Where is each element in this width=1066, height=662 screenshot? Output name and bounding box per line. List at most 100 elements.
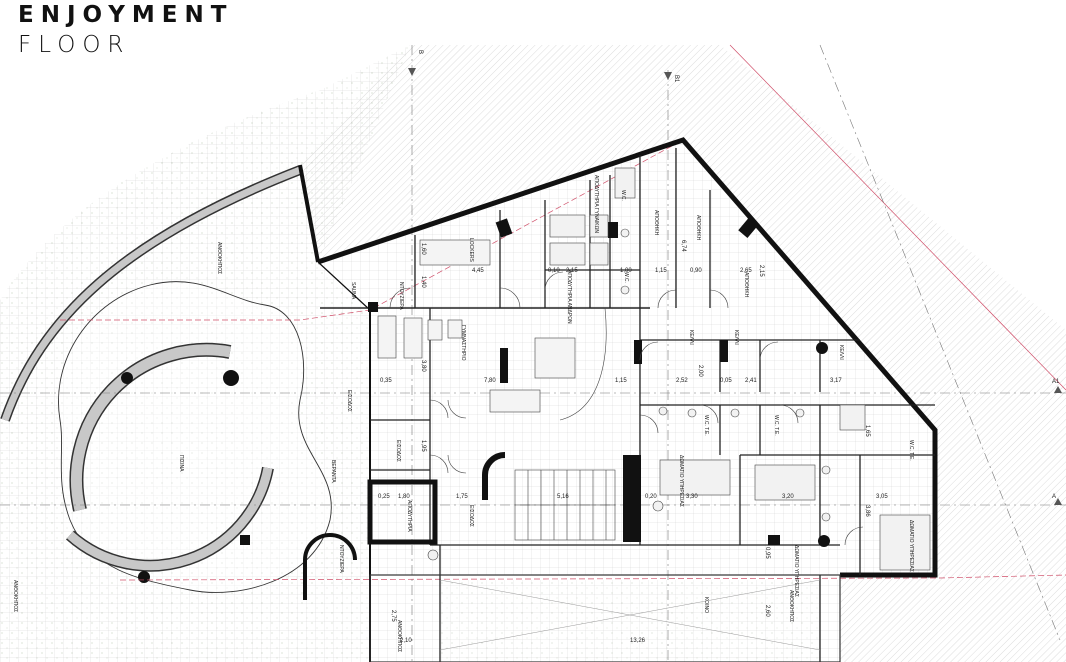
room-label-cell: ΚΕΛΛΙ [838,345,844,360]
section-label-a: A [1052,494,1056,500]
room-labels: SAUNA LOCKERS ΝΤΟΥΖΙΕΡΑ ΑΠΟΔΥΤΗΡΙΑ ΓΥΝΑΙ… [12,175,914,652]
dimension: 1,40 [420,276,426,288]
property-line [729,44,1066,391]
room-label-entrance: ΕΙΣΟΔΟΣ [468,505,474,527]
column [720,340,728,362]
plan-title: ENJOYMENT FLOOR [18,4,233,57]
column [368,302,378,312]
exterior-wall [317,137,938,578]
room-label-garden: ΑΝΘΟΚΗΠΟΣ [216,242,222,274]
doors [389,271,864,546]
dimension: 0,90 [690,268,702,274]
exterior-wall [317,261,371,311]
property-line [119,574,1066,581]
pool-outline [58,281,332,593]
dimension: 2,60 [764,605,770,617]
room-label-bedroom: ΔΩΜΑΤΙΟ ΥΠΗΡΕΣΙΑΣ [793,545,799,597]
column [816,342,828,354]
room-label-wc-te: W.C. T.E. [703,415,709,436]
room-label-garden: ΑΝΘΟΚΗΠΟΣ [788,590,794,622]
gym-equipment [377,239,576,413]
column [768,535,780,545]
section-label-a1: A1 [1052,379,1060,385]
room-label-storage: ΑΠΟΘΗΚΗ [743,272,749,298]
dimension: 2,00 [697,365,703,377]
axis-line [819,44,1061,641]
column [138,571,150,583]
section-marker-a1 [1054,386,1062,393]
dimension: 5,16 [557,494,569,500]
dimension: 1,95 [420,440,426,452]
dimension: 2,75 [390,610,396,622]
room-label-gym: ΓΥΜΝΑΣΤΗΡΙΟ [460,325,466,361]
dimension: 1,80 [398,494,410,500]
dimension: 1,15 [655,268,667,274]
room-label-wc-men: ΑΠΟΔΥΤΗΡΙΑ ΑΝΔΡΩΝ [566,270,572,324]
room-label-pool: ΠΙΣΙΝΑ [178,455,184,472]
corridor-dots [440,580,820,662]
title-line-2: FLOOR [18,32,131,58]
site-hatch-area [300,45,1066,662]
room-label-storage: ΑΠΟΘΗΚΗ [695,215,701,241]
structural-wall [500,348,508,383]
dimension: 3,86 [864,505,870,517]
column [223,370,239,386]
dimension: 13,26 [630,638,646,644]
section-label-b: B [417,50,423,54]
room-label-veranda: ΒΕΡΑΝΤΑ [330,460,336,483]
dimension: 2,15 [566,268,578,274]
curved-wall-fill [1,166,302,422]
dimension: 1,65 [864,425,870,437]
dimension: 4,45 [472,268,484,274]
dimension: 3,20 [782,494,794,500]
room-label-wc: W.C. [623,272,629,283]
room-label-corridor: ΚΟΙΝΟ [703,597,709,613]
dimension: 1,60 [420,243,426,255]
room-label-bedroom: ΔΩΜΑΤΙΟ ΥΠΗΡΕΣΙΑΣ [908,520,914,572]
corridor-slope-line [439,579,821,651]
room-label-wc-te: W.C. T.E. [773,415,779,436]
dimension: 0,20 [645,494,657,500]
room-label-entrance: ΕΙΣΟΔΟΣ [395,440,401,462]
column [818,535,830,547]
column [608,222,618,238]
dimension: 3,30 [686,494,698,500]
title-line-1: ENJOYMENT [18,2,234,28]
section-marker-b1 [664,72,672,80]
section-marker-b [408,68,416,76]
corridor-outline [369,574,841,662]
dimension: 0,05 [720,378,732,384]
curved-core-wall [482,452,506,500]
room-label-wc-women: ΑΠΟΔΥΤΗΡΙΑ ΓΥΝΑΙΚΩΝ [593,175,599,233]
dimension: 6,74 [680,240,686,252]
dimension: 2,41 [745,378,757,384]
room-label-lockers: LOCKERS [468,238,474,263]
section-marker-a [1054,498,1062,505]
column [634,340,642,364]
dimension: 3,80 [420,360,426,372]
dimension: 1,15 [615,378,627,384]
column [240,535,250,545]
column [495,218,513,238]
dimension: 2,10 [400,638,412,644]
dimension: 2,65 [740,268,752,274]
dimension: 0,35 [380,378,392,384]
dimension: 2,52 [676,378,688,384]
dimension: 0,95 [764,547,770,559]
dimension: 2,15 [758,265,764,277]
room-label-sauna: SAUNA [350,282,356,300]
staircase [514,469,616,541]
room-label-changing: ΑΠΟΔΥΤΗΡΙΑ [406,500,412,532]
room-label-storage: ΑΠΟΘΗΚΗ [653,210,659,236]
room-label-garden: ΑΝΘΟΚΗΠΟΣ [396,620,402,652]
room-label-shower: ΝΤΟΥΖΙΕΡΑ [398,282,404,310]
shower-curved-wall [303,533,357,600]
room-label-shower: ΝΤΟΥΖΙΕΡΑ [338,545,344,573]
exterior-wall [298,164,320,263]
dimension: 1,00 [620,268,632,274]
fixtures [427,167,931,571]
pergola-arc-left [70,344,231,512]
column [121,372,133,384]
room-label-wc-te: W.C. T.E. [908,440,914,461]
